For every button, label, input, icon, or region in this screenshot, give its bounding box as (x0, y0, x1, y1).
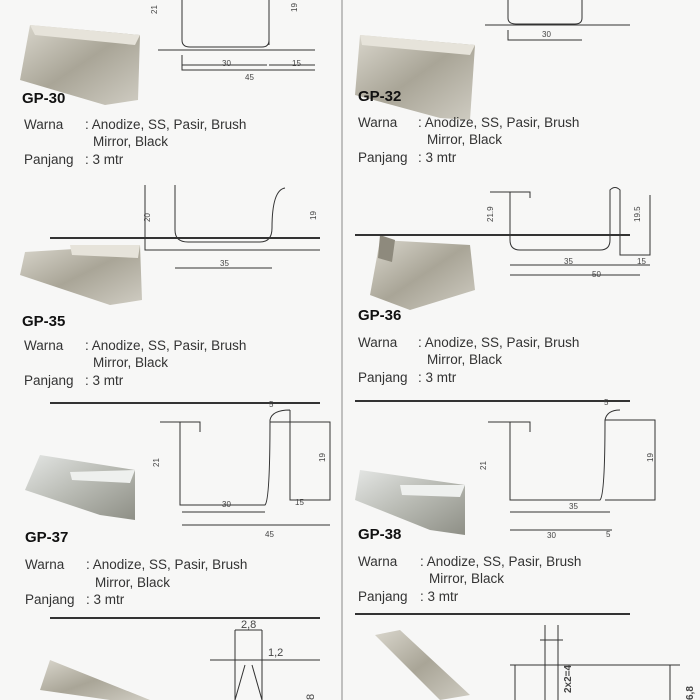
warna-value-2: Mirror, Black (93, 355, 169, 370)
dim-a: 30 (222, 500, 231, 509)
warna-value: : Anodize, SS, Pasir, Brush (420, 554, 582, 569)
dim-c: 5 (606, 530, 611, 539)
dim-thickness: 5 (604, 398, 609, 407)
dim-b: 15 (292, 59, 301, 68)
warna-value-2: Mirror, Black (427, 132, 503, 147)
divider (355, 400, 630, 402)
panjang-label: Panjang (24, 373, 74, 388)
dim-inner-height: 19 (290, 3, 299, 12)
dim-b: 30 (547, 531, 556, 540)
dim-a: 35 (569, 502, 578, 511)
warna-label: Warna (24, 338, 64, 353)
warna-value: : Anodize, SS, Pasir, Brush (86, 557, 248, 572)
warna-value-2: Mirror, Black (95, 575, 171, 590)
warna-value: : Anodize, SS, Pasir, Brush (85, 117, 247, 132)
warna-label: Warna (358, 335, 398, 350)
product-image-bottom-right (375, 630, 470, 700)
dim-inner-height: 19.5 (633, 206, 642, 222)
dim-height: 20 (143, 213, 152, 222)
warna-value: : Anodize, SS, Pasir, Brush (418, 335, 580, 350)
warna-value-2: Mirror, Black (429, 571, 505, 586)
product-code: GP-36 (358, 307, 402, 324)
dim-b: 15 (295, 498, 304, 507)
warna-label: Warna (25, 557, 65, 572)
dim-b: 1,2 (268, 647, 284, 659)
panjang-label: Panjang (24, 152, 74, 167)
dim-c: 45 (265, 530, 274, 539)
panjang-value: : 3 mtr (418, 150, 457, 165)
dim-b: 15 (637, 257, 646, 266)
dim-height: 21 (479, 461, 488, 470)
warna-value-2: Mirror, Black (93, 134, 169, 149)
dim-c: 50 (592, 270, 601, 279)
dim-inner-height: 19 (309, 211, 318, 220)
panjang-value: : 3 mtr (85, 373, 124, 388)
product-image-bottom-left (40, 660, 150, 700)
product-image-gp32 (355, 35, 475, 120)
product-code: GP-35 (22, 313, 66, 330)
product-code: GP-30 (22, 90, 66, 107)
product-code: GP-38 (358, 526, 402, 543)
warna-label: Warna (358, 115, 398, 130)
dim-height: 21 (150, 5, 159, 14)
product-code: GP-37 (25, 529, 69, 546)
panjang-label: Panjang (358, 370, 408, 385)
divider (50, 402, 320, 404)
warna-value: : Anodize, SS, Pasir, Brush (418, 115, 580, 130)
dim-height: 21 (152, 458, 161, 467)
product-image-gp38 (355, 470, 465, 535)
dim-c: 8 (305, 693, 317, 700)
dim-a: 30 (542, 30, 551, 39)
product-image-gp36 (370, 235, 475, 310)
divider (355, 613, 630, 615)
warna-value-2: Mirror, Black (427, 352, 503, 367)
dim-thickness: 5 (269, 400, 274, 409)
panjang-value: : 3 mtr (86, 592, 125, 607)
product-image-gp37 (25, 455, 135, 520)
divider (50, 617, 320, 619)
product-image-gp30 (20, 25, 140, 105)
dim-height: 21.9 (486, 206, 495, 222)
dim-a: 2x2=4 (563, 664, 574, 693)
dim-inner-height: 19 (646, 453, 655, 462)
profile-drawings (144, 0, 680, 700)
panjang-value: : 3 mtr (420, 589, 459, 604)
product-image-gp35 (20, 245, 142, 305)
dim-inner-height: 19 (318, 453, 327, 462)
dim-b: 6,8 (685, 686, 696, 700)
warna-label: Warna (24, 117, 64, 132)
panjang-label: Panjang (358, 589, 408, 604)
panjang-label: Panjang (358, 150, 408, 165)
dim-a: 35 (564, 257, 573, 266)
dim-a: 2,8 (241, 619, 257, 631)
dim-a: 35 (220, 259, 229, 268)
dim-c: 45 (245, 73, 254, 82)
divider (50, 237, 320, 239)
dim-a: 30 (222, 59, 231, 68)
panjang-value: : 3 mtr (418, 370, 457, 385)
panjang-label: Panjang (25, 592, 75, 607)
product-code: GP-32 (358, 88, 402, 105)
warna-value: : Anodize, SS, Pasir, Brush (85, 338, 247, 353)
warna-label: Warna (358, 554, 398, 569)
divider (355, 234, 630, 236)
panjang-value: : 3 mtr (85, 152, 124, 167)
